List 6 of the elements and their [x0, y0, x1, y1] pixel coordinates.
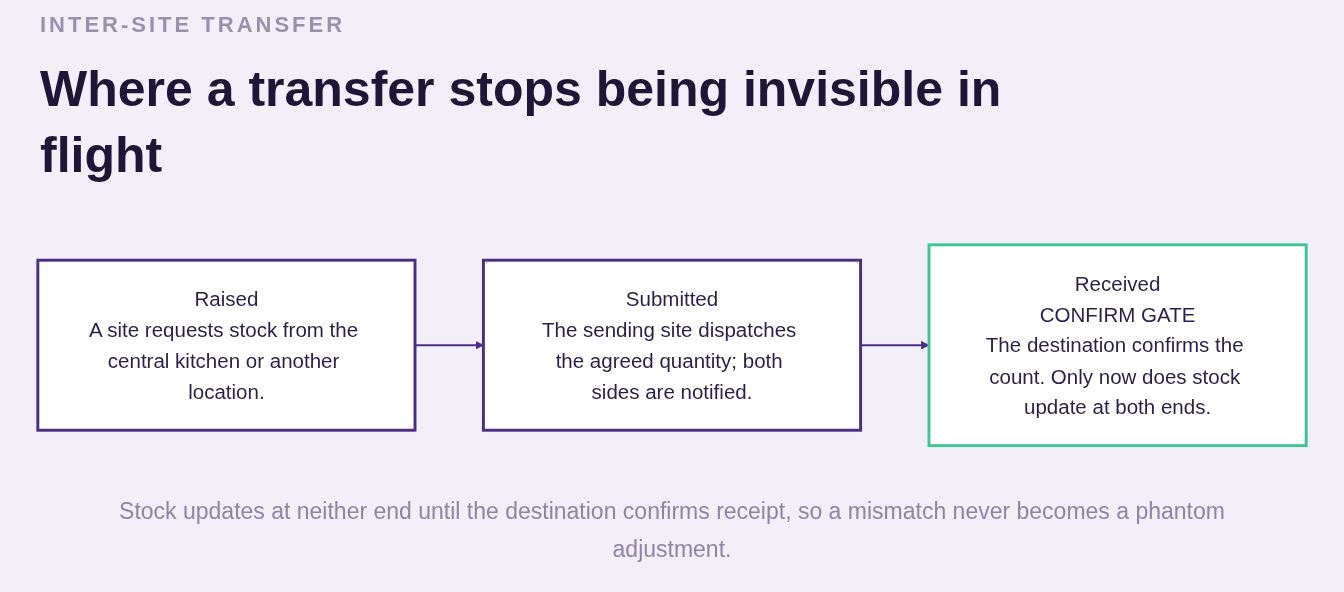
title: Where a transfer stops being invisible in flight: [40, 60, 1003, 185]
node-box: Raised A site requests stock from the central kitchen or another location.: [36, 258, 417, 432]
node-box: Submitted The sending site dispatches the agreed quantity; both sides are notified.: [481, 258, 863, 432]
caption: Stock updates at neither end until the destination confirms receipt, so a mismatch never becomes a phantom adjustment.: [118, 497, 1226, 564]
eyebrow-label: INTER-SITE TRANSFER: [40, 12, 346, 38]
node-box: Received CONFIRM GATE The destination confirms the count. Only now does stock update at both ends.: [927, 243, 1308, 447]
